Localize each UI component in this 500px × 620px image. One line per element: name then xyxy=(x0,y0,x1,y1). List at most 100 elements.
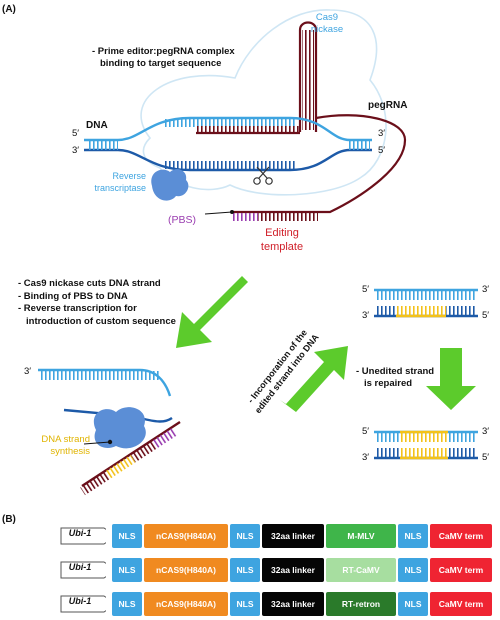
edited-bottom-bases-b xyxy=(446,306,476,315)
edited-3prime-top: 3′ xyxy=(482,284,490,295)
dna-5prime-left: 5′ xyxy=(72,128,80,139)
linker-block: 32aa linker xyxy=(262,592,324,616)
promoter-arrow-icon xyxy=(60,527,106,545)
cas9-block: nCAS9(H840A) xyxy=(144,558,228,582)
rt-block-mmlv: M-MLV xyxy=(326,524,396,548)
linker-block: 32aa linker xyxy=(262,524,324,548)
cas9-label-line2: nickase xyxy=(310,24,344,35)
repaired-bottom-bases-b xyxy=(448,448,476,457)
rt-label-line2: transcriptase xyxy=(94,183,146,193)
repaired-top-bases xyxy=(376,433,400,442)
promoter-arrow-icon xyxy=(60,595,106,613)
synthesis-label-line2: synthesis xyxy=(50,446,90,457)
edited-bottom-bases-yellow xyxy=(396,306,446,315)
cas9-block: nCAS9(H840A) xyxy=(144,592,228,616)
panel-a: (A) xyxy=(2,4,490,496)
pbs-label: (PBS) xyxy=(168,214,197,226)
rt-label-line1: Reverse xyxy=(112,171,146,181)
edited-bottom-bases-a xyxy=(376,306,396,315)
synthesized-red-bases xyxy=(130,440,158,463)
nls-block-1: NLS xyxy=(112,524,142,548)
edited-5prime-top: 5′ xyxy=(362,284,370,295)
terminator-block: CaMV term xyxy=(430,524,492,548)
dna-3prime-right: 3′ xyxy=(378,128,386,139)
synthesis-label: DNA strand synthesis xyxy=(34,434,90,458)
repaired-bottom-bases xyxy=(376,448,400,457)
panel-b-label: (B) xyxy=(2,514,16,525)
dna-bottom-bases xyxy=(165,161,295,169)
panel-b: (B) Ubi-1 NLS nCAS9(H840A) NLS 32aa link… xyxy=(0,508,500,620)
synthesized-red-tail-bases xyxy=(80,471,111,496)
terminator-block: CaMV term xyxy=(430,558,492,582)
repaired-top-bases-b xyxy=(448,433,476,442)
dna-label: DNA xyxy=(86,120,108,131)
spacer-rna-bases xyxy=(196,126,300,133)
repaired-3prime-bottom: 3′ xyxy=(362,452,370,463)
linker-block: 32aa linker xyxy=(262,558,324,582)
steps-item-2: - Binding of PBS to DNA xyxy=(18,290,128,302)
cas9-label: Cas9 nickase xyxy=(296,12,358,36)
terminator-block: CaMV term xyxy=(430,592,492,616)
dna-bases-left xyxy=(88,141,118,150)
synthesized-strand xyxy=(81,420,181,488)
nls-block-3: NLS xyxy=(398,592,428,616)
pbs-pointer-dot xyxy=(230,210,234,214)
unedited-line1: - Unedited strand xyxy=(356,366,435,377)
nls-block-2: NLS xyxy=(230,592,260,616)
dna-top-bases xyxy=(165,119,295,127)
promoter-label: Ubi-1 xyxy=(68,528,92,538)
pbs-pointer xyxy=(204,211,233,215)
dna-3prime-left: 3′ xyxy=(72,145,80,156)
nls-block-2: NLS xyxy=(230,524,260,548)
nls-block-3: NLS xyxy=(398,558,428,582)
synthesis-pointer-dot xyxy=(107,439,113,445)
construct-row-3: Ubi-1 NLS nCAS9(H840A) NLS 32aa linker R… xyxy=(60,592,492,616)
nls-block-3: NLS xyxy=(398,524,428,548)
rt-block-retron: RT-retron xyxy=(326,592,396,616)
editing-template-line2: template xyxy=(260,241,304,253)
promoter-label: Ubi-1 xyxy=(68,596,92,606)
steps-item-1: - Cas9 nickase cuts DNA strand xyxy=(18,278,161,289)
cas9-label-line1: Cas9 xyxy=(315,12,339,23)
panel-a-figure xyxy=(38,9,478,496)
nls-block-1: NLS xyxy=(112,558,142,582)
repaired-5prime-top: 5′ xyxy=(362,426,370,437)
synthesized-yellow-bases xyxy=(105,454,136,479)
rt-block-camv: RT-CaMV xyxy=(326,558,396,582)
rt-label: Reverse transcriptase xyxy=(86,170,146,194)
promoter-label: Ubi-1 xyxy=(68,562,92,572)
arrow-down xyxy=(426,348,476,410)
arrow-down-left xyxy=(176,270,248,348)
dna-bottom-strand xyxy=(84,148,372,172)
panel-a-label: (A) xyxy=(2,4,16,15)
pegrna-hairpin-bases xyxy=(302,30,314,130)
step1-text: - Prime editor:pegRNA complex binding to… xyxy=(92,46,235,70)
repaired-5prime-bottom: 5′ xyxy=(482,452,490,463)
synthesis-pointer xyxy=(83,441,111,445)
construct-row-2: Ubi-1 NLS nCAS9(H840A) NLS 32aa linker R… xyxy=(60,558,492,582)
synthesis-label-line1: DNA strand xyxy=(41,434,90,445)
nls-block-1: NLS xyxy=(112,592,142,616)
steps-item-4: introduction of custom sequence xyxy=(26,315,176,327)
pbs-bases xyxy=(232,213,258,221)
step1-line2: binding to target sequence xyxy=(100,58,222,69)
edited-top-bases xyxy=(376,291,476,300)
cas9-block: nCAS9(H840A) xyxy=(144,524,228,548)
pegrna-hairpin xyxy=(298,21,318,132)
arrow-up-right xyxy=(280,346,348,412)
rt-protein-intermediate xyxy=(93,407,146,449)
dna-bases-right xyxy=(348,141,370,150)
edited-5prime-bottom: 5′ xyxy=(482,310,490,321)
steps-list: - Cas9 nickase cuts DNA strand - Binding… xyxy=(18,278,176,328)
repaired-3prime-top: 3′ xyxy=(482,426,490,437)
repaired-top-yellow-bases xyxy=(400,433,448,442)
nls-block-2: NLS xyxy=(230,558,260,582)
editing-template-line1: Editing xyxy=(265,227,299,239)
unedited-label: - Unedited strand is repaired xyxy=(356,366,434,390)
repaired-bottom-yellow-bases xyxy=(400,448,448,457)
dna-top-strand xyxy=(84,116,372,142)
intermediate-3prime: 3′ xyxy=(24,366,32,377)
steps-item-3: - Reverse transcription for xyxy=(18,303,137,314)
step1-line1: - Prime editor:pegRNA complex xyxy=(92,46,235,57)
pegrna-label: pegRNA xyxy=(368,100,408,111)
